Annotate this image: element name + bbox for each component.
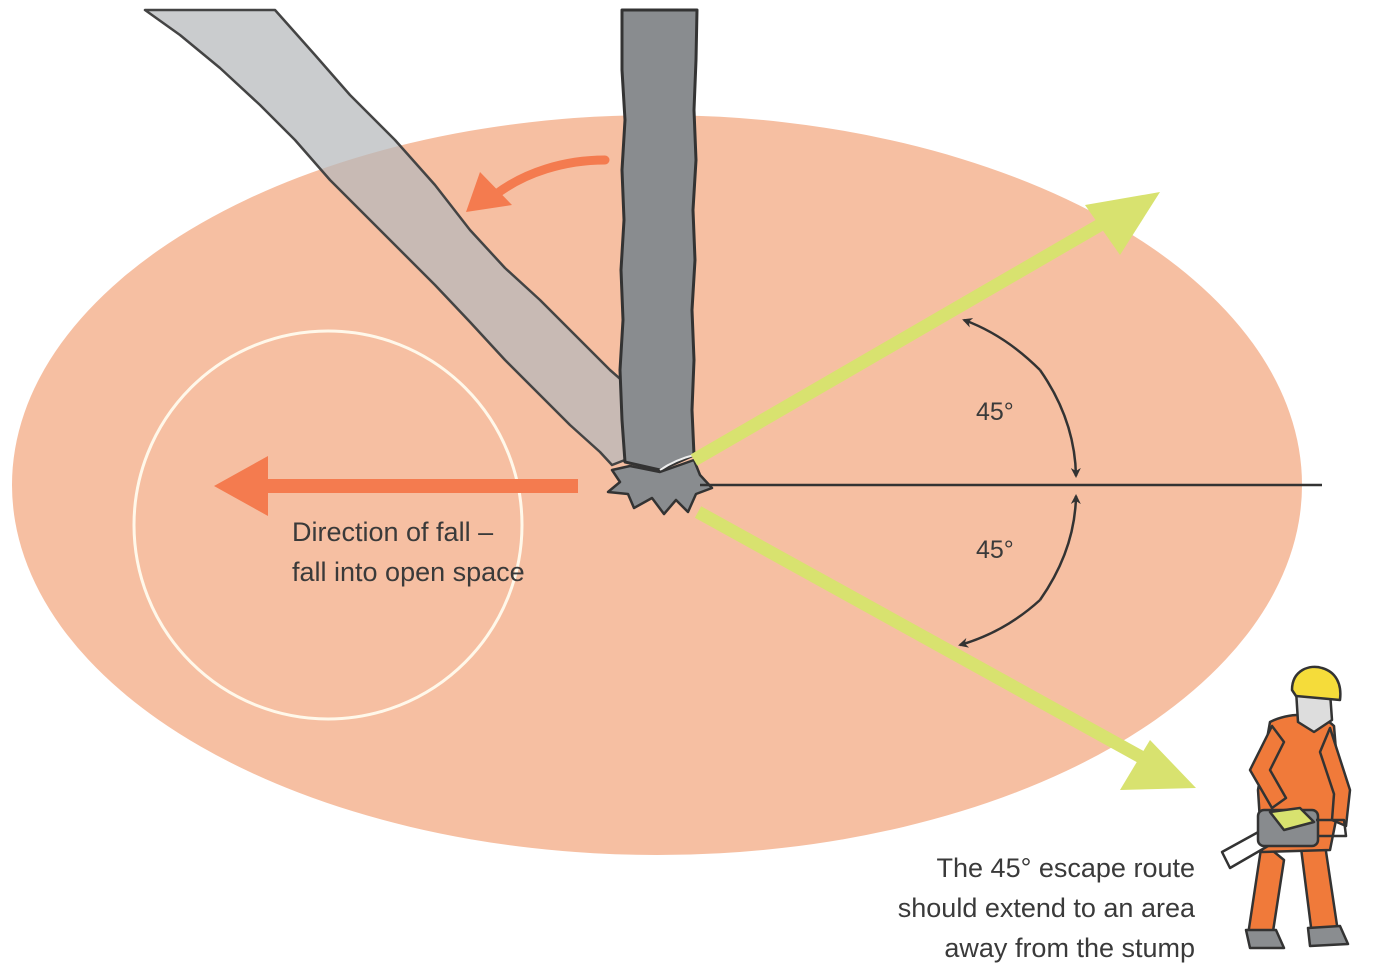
landing-zone-circle xyxy=(132,329,524,721)
direction-of-fall-line1: Direction of fall – xyxy=(292,517,494,547)
fall-direction-arrow xyxy=(214,456,578,516)
stump-icon xyxy=(606,458,714,516)
escape-caption-line1: The 45° escape route xyxy=(936,853,1195,883)
escape-route-arrow xyxy=(694,506,1196,790)
falling-tree-icon xyxy=(143,8,657,467)
direction-of-fall-line2: fall into open space xyxy=(292,557,525,587)
angle-arc-arrow xyxy=(962,318,1041,371)
escape-caption-line2: should extend to an area xyxy=(897,893,1195,923)
angle-label-lower: 45° xyxy=(976,536,1014,564)
direction-of-fall-label: Direction of fall – fall into open space xyxy=(292,512,525,592)
escape-caption-line3: away from the stump xyxy=(944,933,1195,963)
fall-rotation-arrow xyxy=(466,155,610,212)
angle-label-upper: 45° xyxy=(976,398,1014,426)
tree-trunk-icon xyxy=(618,8,699,472)
escape-route-caption: The 45° escape route should extend to an… xyxy=(760,848,1195,968)
angle-arc-arrow xyxy=(958,599,1041,648)
chainsaw-worker-icon xyxy=(1220,665,1352,950)
escape-route-arrow xyxy=(690,192,1160,466)
angle-arc-arrow xyxy=(1038,494,1081,601)
angle-arc-arrow xyxy=(1038,369,1081,478)
